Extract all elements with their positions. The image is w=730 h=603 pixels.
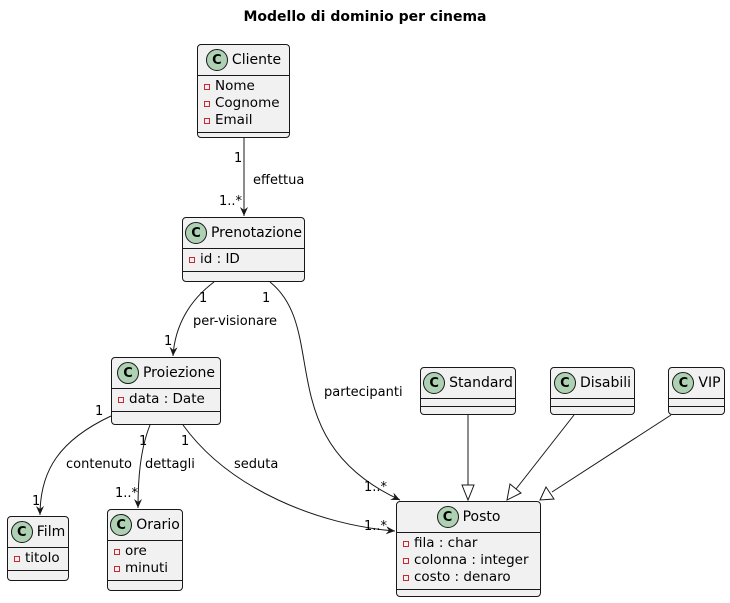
private-attribute-icon	[114, 548, 120, 555]
mult-partecipanti-source: 1	[262, 291, 270, 306]
mult-effettua-source: 1	[234, 151, 242, 166]
class-name: Cliente	[231, 52, 282, 68]
private-attribute-icon	[204, 100, 210, 107]
class-name: Standard	[449, 375, 513, 391]
attribute: colonna : integer	[414, 552, 529, 568]
mult-per-visionare-source: 1	[199, 291, 207, 306]
class-c-icon: C	[110, 514, 133, 536]
class-c-icon: C	[553, 372, 576, 394]
class-c-icon: C	[423, 372, 446, 394]
mult-dettagli-source: 1	[139, 434, 147, 449]
class-name: Film	[36, 524, 66, 540]
attribute: minuti	[125, 560, 169, 576]
mult-per-visionare-target: 1	[164, 334, 172, 349]
class-c-icon: C	[184, 222, 207, 244]
edge-dettagli	[134, 424, 151, 509]
label-partecipanti: partecipanti	[324, 385, 403, 400]
class-name: Orario	[136, 517, 180, 533]
mult-dettagli-target: 1..*	[115, 486, 139, 501]
class-c-icon: C	[436, 506, 459, 528]
label-dettagli: dettagli	[145, 457, 195, 472]
label-effettua: effettua	[253, 173, 304, 188]
private-attribute-icon	[403, 557, 409, 564]
mult-partecipanti-target: 1..*	[364, 480, 388, 495]
class-c-icon: C	[116, 362, 139, 384]
class-name: Disabili	[579, 375, 632, 391]
class-c-icon: C	[205, 49, 228, 71]
mult-contenuto-source: 1	[95, 404, 103, 419]
attribute: data : Date	[129, 391, 205, 407]
attribute: ore	[125, 543, 147, 559]
private-attribute-icon	[204, 83, 210, 90]
class-name: VIP	[698, 375, 721, 391]
attribute: id : ID	[200, 251, 240, 267]
diagram-title: Modello di dominio per cinema	[243, 9, 487, 25]
private-attribute-icon	[118, 396, 124, 403]
mult-effettua-target: 1..*	[219, 194, 243, 209]
class-c-icon: C	[672, 372, 695, 394]
class-c-icon: C	[10, 521, 33, 543]
class-name: Proiezione	[142, 365, 215, 381]
private-attribute-icon	[114, 565, 120, 572]
label-per-visionare: per-visionare	[193, 314, 277, 329]
attribute: Nome	[215, 78, 255, 94]
private-attribute-icon	[189, 256, 195, 263]
class-name: Prenotazione	[210, 225, 303, 241]
edge-contenuto	[36, 415, 112, 516]
attribute: Email	[215, 112, 253, 128]
private-attribute-icon	[403, 540, 409, 547]
private-attribute-icon	[403, 574, 409, 581]
mult-seduta-source: 1	[181, 434, 189, 449]
edge-standard-posto-head	[461, 484, 475, 502]
attribute: Cognome	[215, 95, 280, 111]
edge-disabili-posto	[515, 414, 575, 490]
edge-vip-posto-head	[539, 485, 555, 501]
mult-contenuto-target: 1	[32, 494, 40, 509]
mult-seduta-target: 1..*	[364, 519, 388, 534]
attribute: fila : char	[414, 535, 478, 551]
edge-disabili-posto-head	[506, 483, 522, 501]
label-contenuto: contenuto	[66, 457, 132, 472]
attribute: costo : denaro	[414, 569, 511, 585]
attribute: titolo	[25, 550, 60, 566]
private-attribute-icon	[14, 555, 20, 562]
edge-per-visionare	[169, 281, 215, 357]
class-name: Posto	[462, 509, 501, 525]
edge-partecipanti	[269, 281, 401, 501]
label-seduta: seduta	[234, 457, 278, 472]
edge-seduta	[182, 424, 396, 535]
edge-vip-posto	[551, 414, 672, 493]
private-attribute-icon	[204, 117, 210, 124]
